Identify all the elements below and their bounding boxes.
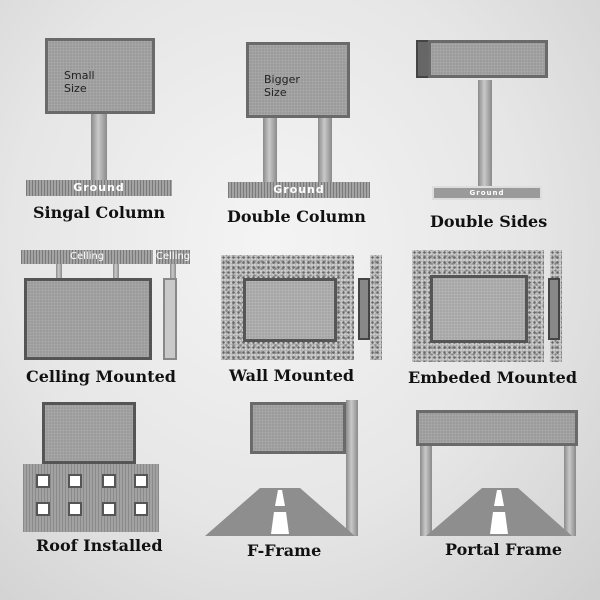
caption-double-sides: Double Sides: [430, 212, 548, 231]
road: [426, 488, 572, 536]
caption-portal-frame: Portal Frame: [445, 540, 563, 559]
window: [36, 474, 50, 488]
pole-right: [318, 118, 332, 184]
pole-left: [263, 118, 277, 184]
led-panel: [243, 278, 337, 342]
ground-label: Ground: [26, 180, 172, 196]
led-panel: [45, 38, 155, 114]
pole: [478, 80, 492, 186]
ground-label: Ground: [432, 186, 542, 200]
hanger: [56, 264, 62, 278]
caption-double-column: Double Column: [227, 207, 366, 226]
caption-single-column: Singal Column: [33, 203, 166, 222]
caption-f-frame: F-Frame: [247, 541, 322, 560]
ceiling-label: Celling: [156, 251, 191, 262]
pole: [91, 114, 107, 182]
pole: [346, 400, 358, 536]
led-panel: [428, 40, 548, 78]
window: [68, 474, 82, 488]
window: [134, 502, 148, 516]
led-panel: [250, 402, 346, 454]
window: [102, 502, 116, 516]
led-panel: [430, 275, 528, 343]
ceiling-label: Celling: [70, 251, 105, 262]
caption-embedded-mounted: Embeded Mounted: [408, 368, 578, 387]
led-panel: [246, 42, 350, 118]
window: [102, 474, 116, 488]
side-view-panel: [163, 278, 177, 360]
led-panel: [24, 278, 152, 360]
panel-label: Small Size: [64, 69, 95, 95]
side-view-panel: [358, 278, 370, 340]
pole-right: [564, 446, 576, 536]
caption-roof-installed: Roof Installed: [36, 536, 163, 555]
ceiling-beam: [21, 250, 153, 264]
side-view-panel: [548, 278, 560, 340]
led-panel: [416, 410, 578, 446]
window: [68, 502, 82, 516]
ground-label: Ground: [228, 182, 370, 198]
road: [205, 488, 355, 536]
led-panel: [42, 402, 136, 464]
window: [36, 502, 50, 516]
window: [134, 474, 148, 488]
panel-label: Bigger Size: [264, 73, 300, 99]
ceiling-beam-right: [156, 250, 190, 264]
pole-left: [420, 446, 432, 536]
caption-ceiling-mounted: Celling Mounted: [26, 367, 176, 386]
hanger: [170, 264, 176, 278]
wall-side: [370, 255, 382, 360]
hanger: [113, 264, 119, 278]
caption-wall-mounted: Wall Mounted: [229, 366, 355, 385]
